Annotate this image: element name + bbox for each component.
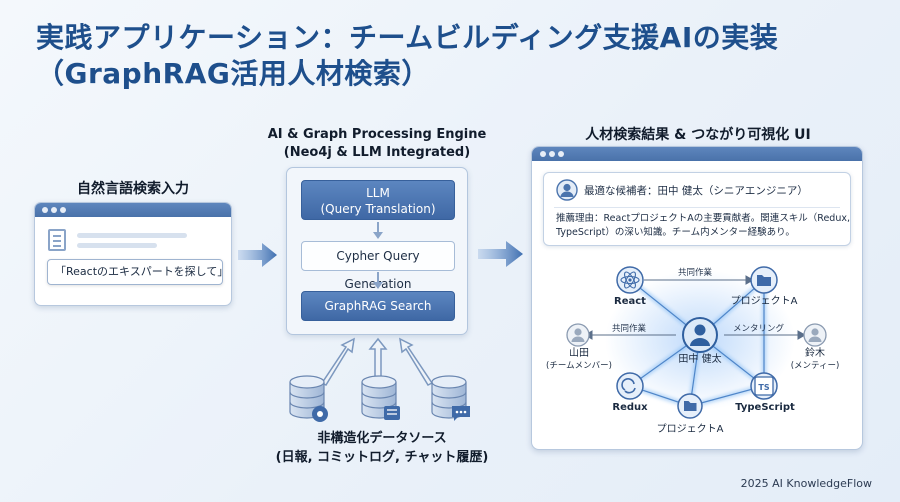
search-input[interactable]: 「Reactのエキスパートを探して」 — [47, 259, 228, 285]
react-icon — [616, 266, 644, 294]
divider — [554, 207, 840, 208]
best-candidate-card[interactable]: 最適な候補者：田中 健太（シニアエンジニア） 推薦理由：ReactプロジェクトA… — [543, 172, 851, 246]
tanaka-avatar-icon — [682, 317, 718, 353]
engine-label-line-2: (Neo4j & LLM Integrated) — [283, 144, 471, 160]
node-label-project-a-top: プロジェクトA — [730, 296, 798, 307]
data-source-label: 非構造化データソース (日報, コミットログ, チャット履歴) — [266, 430, 498, 468]
data-source-label-line-2: (日報, コミットログ, チャット履歴) — [275, 449, 489, 465]
cypher-step: Cypher Query Generation — [301, 241, 455, 291]
user-icon — [803, 323, 827, 347]
page-title: 実践アプリケーション：チームビルディング支援AIの実装 （GraphRAG活用人… — [36, 20, 778, 93]
data-source-icons — [286, 372, 476, 424]
suzuki-name: 鈴木 — [805, 348, 825, 359]
edge-label-coop-top: 共同作業 — [678, 268, 713, 278]
llm-step: LLM (Query Translation) — [301, 180, 455, 220]
processing-engine-panel: LLM (Query Translation) Cypher Query Gen… — [286, 167, 468, 335]
database-gear-icon — [289, 375, 328, 422]
node-label-suzuki: 鈴木 (メンティー) — [780, 348, 850, 371]
search-section-label: 自然言語検索入力 — [77, 181, 189, 197]
down-arrow-icon — [373, 272, 383, 289]
ts-badge-text: TS — [758, 383, 769, 392]
graphrag-step: GraphRAG Search — [301, 291, 455, 321]
best-candidate-name: 最適な候補者：田中 健太（シニアエンジニア） — [584, 185, 808, 197]
results-section-label: 人材検索結果 & つながり可視化 UI — [585, 127, 811, 143]
folder-icon — [677, 393, 703, 419]
reason-line-1: 推薦理由：ReactプロジェクトAの主要貢献者。関連スキル（Redux, — [556, 213, 850, 224]
engine-section-label: AI & Graph Processing Engine (Neo4j & LL… — [252, 126, 502, 161]
node-label-redux: Redux — [612, 402, 648, 413]
placeholder-line — [77, 243, 157, 248]
node-label-yamada: 山田 (チームメンバー) — [544, 348, 614, 371]
title-line-2: （GraphRAG活用人材検索） — [36, 57, 430, 91]
yamada-role: (チームメンバー) — [546, 360, 612, 371]
redux-icon — [616, 372, 644, 400]
database-chat-icon — [431, 375, 470, 421]
edge-label-mentoring: メンタリング — [733, 324, 785, 334]
results-window-titlebar — [532, 147, 862, 161]
footer-credit: 2025 AI KnowledgeFlow — [740, 477, 872, 490]
database-icons — [289, 375, 470, 422]
typescript-icon: TS — [750, 372, 778, 400]
reason-line-2: TypeScript）の深い知識。チーム内メンター経験あり。 — [556, 226, 795, 238]
recommendation-reason: 推薦理由：ReactプロジェクトAの主要貢献者。関連スキル（Redux, Typ… — [556, 212, 850, 240]
edge-label-coop-left: 共同作業 — [612, 324, 647, 334]
llm-step-title: LLM — [366, 186, 390, 200]
data-source-label-line-1: 非構造化データソース — [317, 431, 447, 446]
placeholder-line — [77, 233, 187, 238]
relationship-graph: TS — [566, 266, 827, 419]
folder-icon — [750, 266, 778, 294]
node-label-react: React — [614, 296, 646, 307]
flow-arrow-right — [478, 241, 523, 267]
llm-step-subtitle: (Query Translation) — [320, 201, 436, 216]
node-label-typescript: TypeScript — [735, 402, 795, 413]
yamada-name: 山田 — [569, 348, 589, 359]
user-icon — [566, 323, 590, 347]
title-line-1: 実践アプリケーション：チームビルディング支援AIの実装 — [36, 21, 779, 54]
search-window-titlebar — [35, 203, 231, 217]
suzuki-role: (メンティー) — [790, 360, 840, 371]
node-label-tanaka: 田中 健太 — [678, 354, 722, 365]
down-arrow-icon — [373, 222, 383, 239]
user-avatar-icon — [556, 179, 578, 201]
engine-label-line-1: AI & Graph Processing Engine — [267, 127, 487, 142]
flow-arrow-right — [238, 243, 277, 267]
database-log-icon — [361, 375, 400, 420]
node-label-project-a-bottom: プロジェクトA — [656, 424, 724, 435]
search-window: 「Reactのエキスパートを探して」 — [34, 202, 232, 306]
document-icon — [48, 229, 66, 251]
